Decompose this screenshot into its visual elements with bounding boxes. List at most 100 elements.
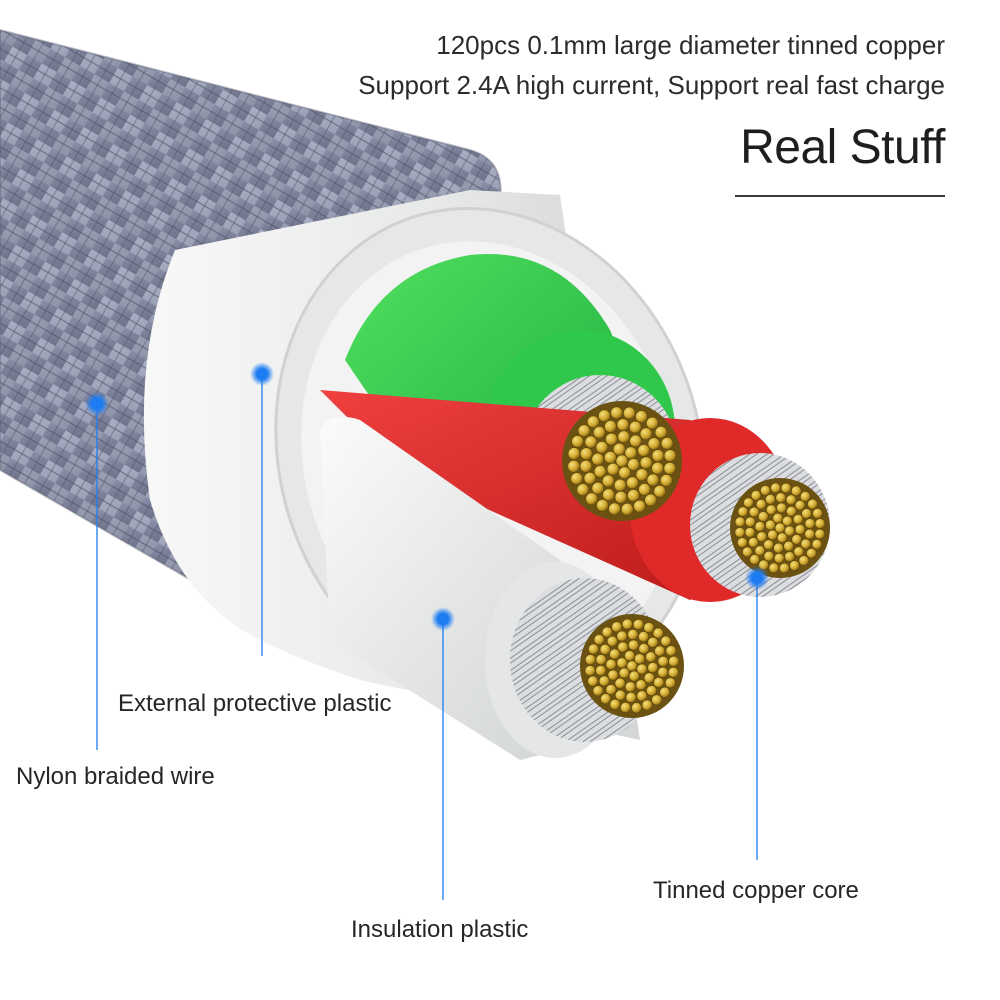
copper-strand: [801, 508, 812, 519]
copper-strand: [659, 686, 671, 698]
copper-strand: [601, 474, 615, 488]
copper-strand: [601, 626, 613, 638]
copper-strand: [602, 488, 615, 502]
copper-strand: [654, 645, 666, 657]
copper-strand: [744, 516, 756, 528]
copper-strand: [584, 435, 598, 449]
copper-strand: [599, 643, 611, 655]
copper-strand: [789, 560, 800, 571]
copper-strand: [660, 474, 673, 487]
copper-strand: [742, 546, 753, 558]
copper-strand: [779, 562, 790, 574]
callout-insulation: [431, 607, 455, 900]
copper-strand: [653, 484, 667, 498]
copper-strand: [617, 430, 631, 444]
copper-strand: [663, 449, 677, 463]
copper-strand: [628, 639, 640, 651]
green-wire-copper-core: [562, 401, 682, 521]
copper-strand: [668, 655, 680, 667]
copper-strand: [804, 518, 816, 529]
copper-strand: [806, 547, 817, 559]
copper-strand: [627, 628, 639, 640]
copper-strand: [786, 505, 797, 517]
tinned-copper-bundles: [562, 401, 830, 718]
copper-strand: [734, 516, 746, 528]
copper-strand: [598, 675, 610, 687]
copper-strand: [595, 665, 607, 677]
copper-strand: [754, 521, 766, 532]
copper-strand: [624, 446, 638, 460]
copper-strand: [612, 442, 626, 456]
copper-strand: [794, 524, 806, 535]
copper-strand: [750, 490, 762, 501]
copper-strand: [794, 499, 806, 511]
copper-strand: [790, 485, 802, 497]
copper-strand: [605, 432, 618, 446]
copper-strand: [614, 677, 626, 689]
copper-strand: [570, 472, 584, 485]
copper-strand: [588, 643, 600, 655]
copper-strand: [652, 627, 664, 639]
copper-strand: [773, 552, 785, 564]
copper-strand: [627, 489, 640, 502]
page-title: Real Stuff: [740, 121, 945, 174]
copper-strand: [755, 498, 767, 510]
copper-strand: [645, 651, 657, 663]
copper-strand: [765, 519, 776, 531]
copper-strand: [793, 546, 805, 558]
copper-strand: [737, 506, 749, 518]
copper-strand: [744, 527, 756, 538]
copper-strand: [776, 532, 788, 544]
copper-strand: [638, 483, 651, 496]
copper-strand: [604, 420, 617, 433]
copper-strand: [770, 482, 781, 494]
copper-strand: [763, 550, 775, 562]
copper-strand: [593, 634, 605, 646]
white-wire-copper-core: [580, 614, 684, 718]
copper-strand: [737, 537, 748, 548]
copper-strand: [639, 456, 653, 470]
copper-strand: [616, 418, 630, 432]
copper-strand: [814, 528, 826, 540]
copper-strand: [784, 525, 795, 537]
copper-strand: [609, 698, 621, 710]
copper-strand: [584, 665, 596, 677]
copper-strand: [585, 492, 599, 506]
copper-strand: [760, 485, 771, 496]
copper-strand: [576, 483, 590, 497]
copper-strand: [606, 462, 620, 476]
copper-strand: [653, 676, 665, 688]
copper-strand: [617, 641, 629, 653]
copper-strand: [616, 657, 628, 669]
copper-strand: [767, 529, 778, 541]
copper-strand: [635, 410, 648, 423]
callout-external: [250, 362, 274, 656]
copper-strand: [748, 506, 760, 518]
copper-strand: [608, 502, 621, 516]
copper-strand: [611, 621, 623, 633]
callout-tinned: [745, 566, 769, 860]
copper-strand: [591, 481, 605, 495]
copper-strand: [639, 427, 653, 441]
copper-strand: [605, 658, 617, 670]
copper-strand: [645, 416, 659, 430]
copper-strand: [765, 504, 777, 516]
copper-strand: [775, 492, 787, 504]
copper-strand: [620, 502, 634, 516]
red-wire-copper-core: [730, 478, 830, 578]
copper-strand: [647, 636, 659, 648]
copper-strand: [768, 562, 780, 574]
copper-strand: [756, 531, 768, 543]
spec-line-copper: 120pcs 0.1mm large diameter tinned coppe…: [436, 30, 945, 60]
copper-strand: [626, 660, 638, 672]
copper-strand: [628, 670, 640, 682]
copper-strand: [598, 409, 611, 423]
copper-strand: [593, 465, 607, 478]
copper-strand: [664, 677, 676, 689]
copper-strand: [776, 502, 787, 514]
copper-strand: [647, 437, 661, 451]
copper-strand: [657, 655, 669, 667]
copper-strand: [651, 461, 664, 475]
copper-strand: [792, 513, 804, 525]
